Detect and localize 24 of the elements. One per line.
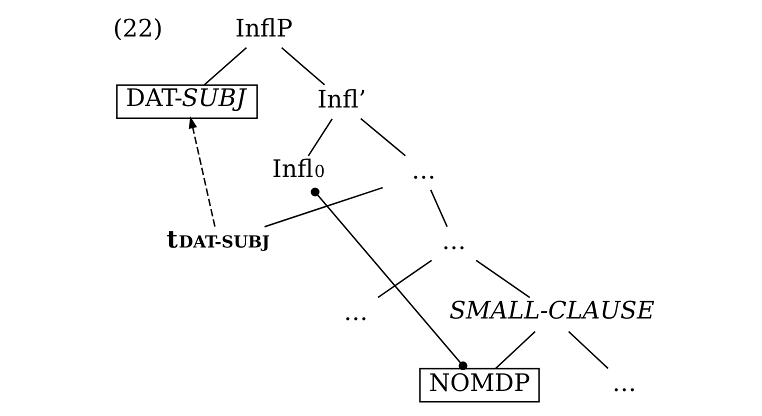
connector <box>203 47 246 86</box>
node-text: SMALL-CLAUSE <box>448 296 654 325</box>
arrow <box>188 116 216 227</box>
node-text: Infl0 <box>272 154 324 183</box>
node-text: Infl’ <box>316 85 366 114</box>
connector <box>310 188 467 370</box>
connector <box>494 331 536 370</box>
node-text: … <box>441 227 466 256</box>
connector <box>377 260 432 298</box>
connector <box>430 190 448 228</box>
connector <box>568 331 608 370</box>
connector <box>280 47 325 86</box>
node-text: InflP <box>234 14 292 43</box>
node-box: DAT-SUBJ <box>116 84 258 120</box>
node-text: tDAT-SUBJ <box>166 224 270 254</box>
connector <box>475 260 530 298</box>
connector <box>264 186 382 228</box>
node-text: … <box>343 298 368 326</box>
node-text: … <box>612 368 636 397</box>
connector <box>360 118 406 156</box>
node-text: … <box>411 156 436 184</box>
connector <box>307 118 332 156</box>
label: (22) <box>112 14 162 43</box>
node-box: NOMDP <box>418 368 540 402</box>
